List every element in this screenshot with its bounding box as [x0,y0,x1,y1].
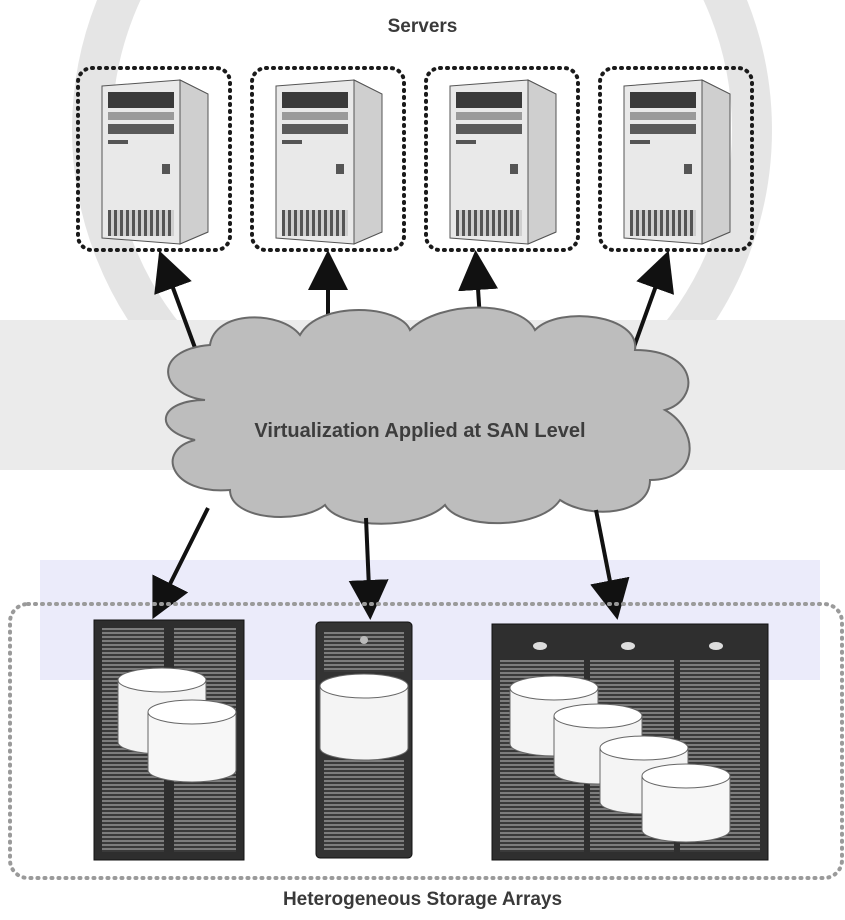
server-4 [598,66,754,252]
storage-array-2 [315,621,413,859]
server-3 [424,66,580,252]
disk-icon [147,699,237,783]
storage-border [8,602,844,880]
arrow-to-storage-3 [590,509,630,620]
server-border [76,66,232,252]
arrow-to-server-4 [628,250,674,359]
disk-icon [319,673,409,761]
storage-arrows [152,507,630,620]
server-border [424,66,580,252]
arrow-to-storage-2 [348,517,389,620]
server-border [598,66,754,252]
cloud-label: Virtualization Applied at SAN Level [254,420,586,442]
servers-title: Servers [387,16,458,37]
arrow-to-server-1 [154,250,200,357]
arrow-to-storage-1 [152,507,210,620]
storage-array-1 [93,619,245,861]
disk-icon [641,763,731,843]
virtualization-cloud [164,306,691,525]
storage-array-3 [491,623,769,861]
server-2 [250,66,406,252]
storage-title: Heterogeneous Storage Arrays [282,889,563,910]
server-1 [76,66,232,252]
servers-group [76,66,754,252]
